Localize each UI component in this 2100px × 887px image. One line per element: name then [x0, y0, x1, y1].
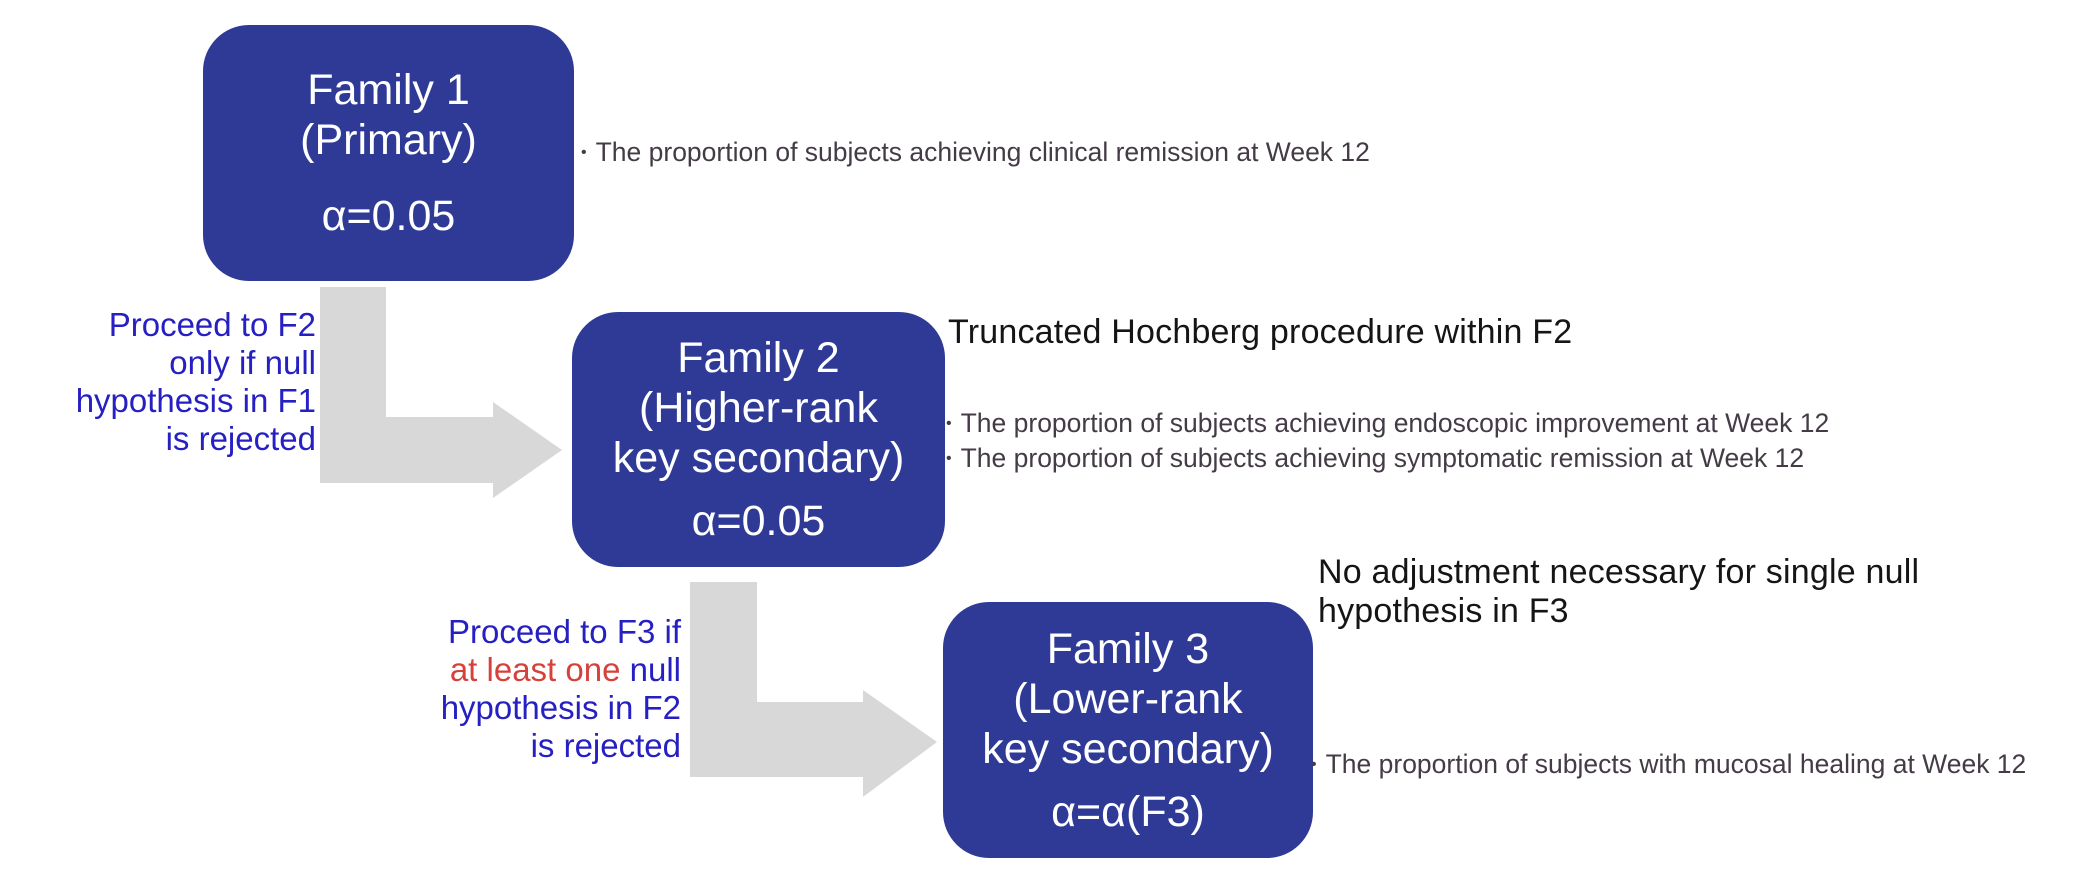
- family3-bullet-text: The proportion of subjects with mucosal …: [1325, 749, 2027, 779]
- family3-title-line1: Family 3: [1046, 624, 1210, 673]
- list-item: • The proportion of subjects achieving c…: [581, 135, 1370, 170]
- note-line: Proceed to F3 if: [448, 613, 681, 650]
- family2-title-line3: key secondary): [612, 434, 905, 482]
- bullet-icon: •: [946, 450, 952, 467]
- family3-title-line2: (Lower-rank: [1013, 674, 1243, 723]
- family2-alpha: α=0.05: [691, 497, 826, 545]
- f3-heading-line2: hypothesis in F3: [1318, 592, 1569, 630]
- note-line: hypothesis in F2: [440, 689, 681, 726]
- elbow-arrow-f1-to-f2-icon: [320, 287, 562, 498]
- family2-title: Family 2 (Higher-rank key secondary): [613, 333, 905, 483]
- note-line: is rejected: [530, 727, 681, 764]
- family1-title: Family 1 (Primary): [300, 65, 477, 165]
- family3-box: Family 3 (Lower-rank key secondary) α=α(…: [943, 602, 1313, 858]
- note-proceed-to-f3: Proceed to F3 if at least one null hypot…: [360, 613, 681, 765]
- note-line: at least one null: [360, 651, 681, 689]
- family2-box: Family 2 (Higher-rank key secondary) α=0…: [572, 312, 945, 567]
- family1-title-line2: (Primary): [300, 116, 477, 164]
- note-proceed-to-f2: Proceed to F2 only if null hypothesis in…: [0, 306, 316, 458]
- bullet-icon: •: [946, 415, 952, 432]
- family3-title-line3: key secondary): [982, 724, 1274, 773]
- family1-box: Family 1 (Primary) α=0.05: [203, 25, 574, 281]
- note-line-rest: null: [620, 651, 681, 688]
- family3-alpha: α=α(F3): [1051, 787, 1205, 836]
- elbow-arrow-f2-to-f3-icon: [690, 582, 937, 797]
- list-item: • The proportion of subjects with mucosa…: [1311, 747, 2026, 782]
- family3-title: Family 3 (Lower-rank key secondary): [982, 624, 1274, 774]
- note-line: hypothesis in F1: [75, 382, 316, 419]
- family2-title-line1: Family 2: [677, 334, 840, 382]
- family1-alpha: α=0.05: [321, 192, 456, 240]
- note-line: only if null: [169, 344, 316, 381]
- family1-title-line1: Family 1: [307, 66, 470, 114]
- f3-heading-line1: No adjustment necessary for single null: [1318, 553, 1920, 591]
- family3-bullet-list: • The proportion of subjects with mucosa…: [1311, 747, 2026, 782]
- family2-bullet2-text: The proportion of subjects achieving sym…: [960, 443, 1805, 473]
- family1-bullet-list: • The proportion of subjects achieving c…: [581, 135, 1370, 170]
- f2-heading: Truncated Hochberg procedure within F2: [948, 313, 1573, 351]
- family2-title-line2: (Higher-rank: [639, 384, 878, 432]
- family1-bullet-text: The proportion of subjects achieving cli…: [595, 137, 1370, 167]
- bullet-icon: •: [581, 144, 587, 161]
- note-line: is rejected: [165, 420, 316, 457]
- note-red-emphasis: at least one: [449, 651, 621, 688]
- family2-bullet-list: • The proportion of subjects achieving e…: [946, 406, 1829, 476]
- family2-bullet1-text: The proportion of subjects achieving end…: [960, 408, 1830, 438]
- bullet-icon: •: [1311, 756, 1317, 773]
- f3-heading: No adjustment necessary for single null …: [1318, 553, 1919, 631]
- note-line: Proceed to F2: [108, 306, 316, 343]
- list-item: • The proportion of subjects achieving e…: [946, 406, 1829, 441]
- list-item: • The proportion of subjects achieving s…: [946, 441, 1829, 476]
